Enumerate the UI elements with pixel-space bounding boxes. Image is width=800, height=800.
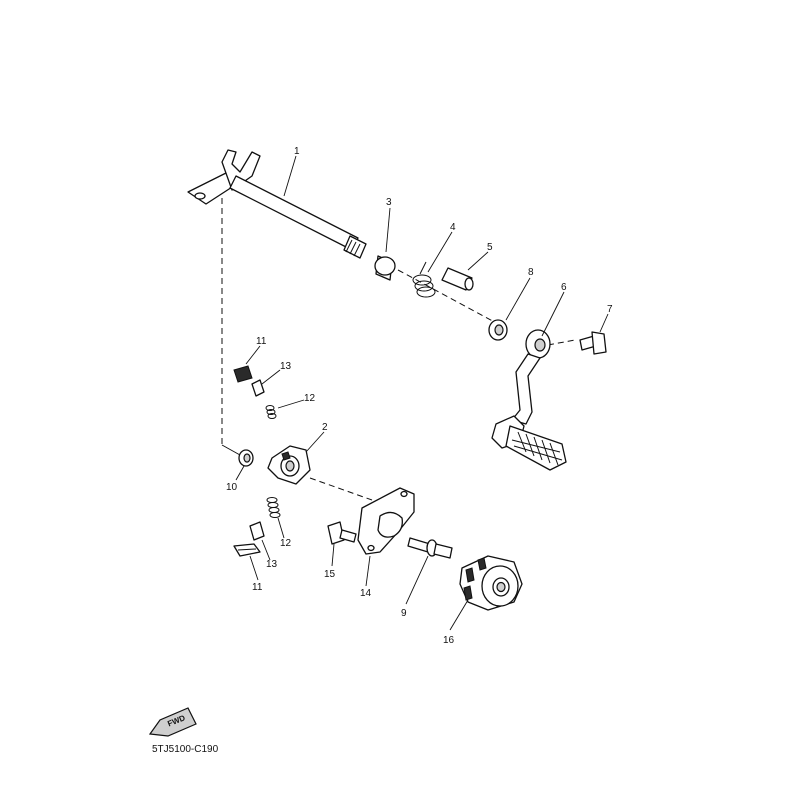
shift-arm-part [267, 445, 311, 485]
oil-seal-part [488, 319, 508, 341]
shift-shaft-part [187, 149, 367, 259]
callout-2: 2 [322, 422, 328, 433]
stud-bolt-9-part [407, 537, 453, 559]
guide-line-segment-axis [309, 477, 373, 501]
stopper-lower-part [233, 543, 261, 557]
callout-11-upper: 11 [256, 336, 267, 347]
guide-lines [221, 198, 576, 501]
callout-1: 1 [294, 146, 300, 157]
guide-line-bolt-axis [547, 339, 576, 346]
callout-16: 16 [443, 635, 455, 646]
callout-4: 4 [450, 222, 456, 233]
callouts: 1 2 3 4 5 6 7 8 9 10 11 11 12 12 13 13 1… [226, 146, 613, 646]
bolt-15-part [327, 521, 357, 545]
diagram-code: 5TJ5100-C190 [152, 744, 219, 755]
callout-9: 9 [401, 608, 407, 619]
leader-lines [235, 155, 609, 631]
callout-15: 15 [324, 569, 336, 580]
callout-6: 6 [561, 282, 567, 293]
spring-part [412, 261, 436, 298]
fwd-arrow-icon: FWD [148, 707, 197, 737]
stopper-upper-part [233, 365, 253, 383]
callout-11-lower: 11 [252, 582, 263, 593]
callout-3: 3 [386, 197, 392, 208]
spring-lower-part [266, 497, 281, 518]
segment-16-part [459, 555, 523, 611]
bolt-7-part [579, 331, 607, 355]
shift-pedal-part [491, 329, 567, 471]
callout-13-lower: 13 [266, 559, 278, 570]
pedal-grip-knurl [511, 431, 563, 466]
callout-5: 5 [487, 242, 493, 253]
callout-12-upper: 12 [304, 393, 316, 404]
collar-part [374, 255, 396, 281]
callout-7: 7 [607, 304, 613, 315]
callout-8: 8 [528, 267, 534, 278]
roller-upper-part [251, 379, 265, 397]
callout-12-lower: 12 [280, 538, 292, 549]
pin-part [441, 267, 474, 291]
segment-plate-part [357, 487, 415, 555]
spring-upper-part [265, 405, 277, 419]
callout-10: 10 [226, 482, 238, 493]
washer-10-part [238, 449, 254, 467]
callout-14: 14 [360, 588, 372, 599]
callout-13-upper: 13 [280, 361, 292, 372]
guide-line-corner [221, 444, 241, 456]
roller-lower-part [249, 521, 265, 541]
